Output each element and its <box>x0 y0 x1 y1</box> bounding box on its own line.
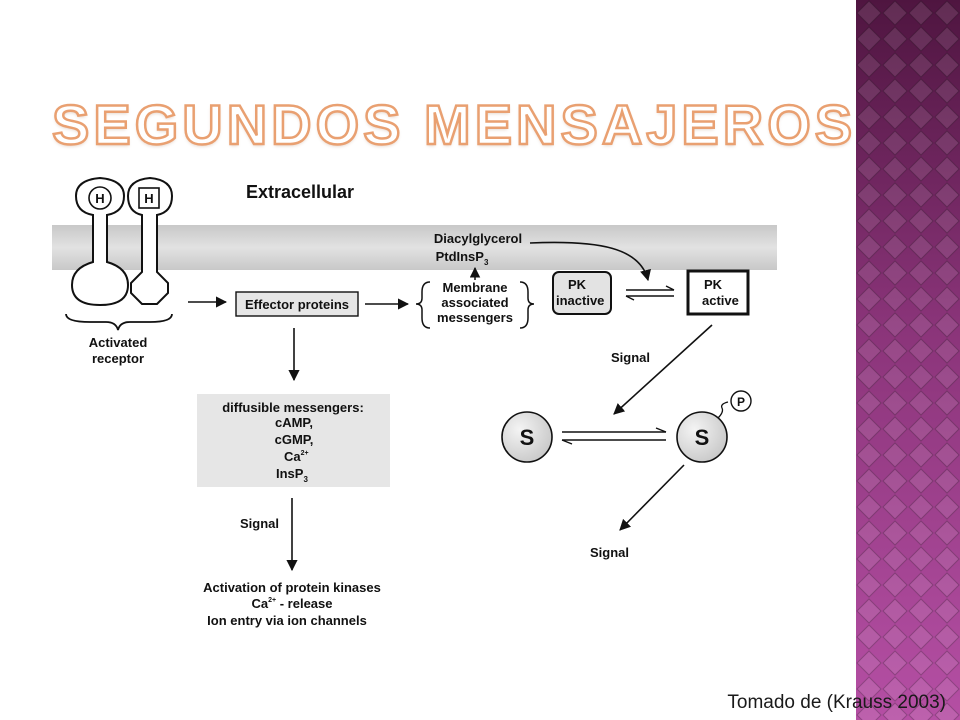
decorative-side-band <box>856 0 960 720</box>
hormone-square <box>138 187 160 209</box>
hormone-circle <box>88 186 112 210</box>
insp-subscript: 3 <box>303 475 308 484</box>
diffusible-title: diffusible messengers: <box>222 400 364 415</box>
slide-title: SEGUNDOS MENSAJEROS <box>51 92 857 158</box>
camp-label: cAMP, <box>275 415 313 430</box>
outcome-line-3: Ion entry via ion channels <box>207 613 367 628</box>
receptor-square <box>126 176 174 305</box>
hormone-label-1: H <box>95 191 104 206</box>
receptor-round <box>70 176 130 307</box>
arrow-pk-to-substrate <box>613 324 713 415</box>
outcome-ca-superscript: 2+ <box>268 597 276 604</box>
substrate-label: S <box>520 425 535 450</box>
insp-label: InsP3 <box>276 466 308 484</box>
signal-label-diffusible: Signal <box>240 516 279 531</box>
ptdinsp-text: PtdInsP <box>436 249 485 264</box>
pk-active-state: active <box>702 293 739 308</box>
activated-receptor-label-1: Activated <box>89 335 148 350</box>
activated-receptor-label-2: receptor <box>92 351 144 366</box>
phosphate-link <box>717 401 729 419</box>
extracellular-label: Extracellular <box>246 182 354 202</box>
signaling-diagram: Extracellular H H Activated receptor Eff… <box>52 176 777 628</box>
effector-label: Effector proteins <box>245 297 349 312</box>
effector-box <box>235 291 359 317</box>
ca-text: Ca <box>284 449 301 464</box>
dag-label: Diacylglycerol <box>434 231 522 246</box>
substrate-equilibrium-arrows <box>561 427 667 445</box>
plasma-membrane <box>52 225 777 270</box>
insp-text: InsP <box>276 466 304 481</box>
pk-active-title: PK <box>704 277 723 292</box>
membrane-label-2: associated <box>441 295 508 310</box>
ca-label: Ca2+ <box>284 449 309 464</box>
membrane-label-3: messengers <box>437 310 513 325</box>
pk-equilibrium-arrows <box>625 285 675 301</box>
membrane-brace-right <box>519 281 535 329</box>
receptor-brace <box>65 313 173 331</box>
pk-inactive-title: PK <box>568 277 587 292</box>
arrow-dag-to-pk <box>529 241 651 282</box>
outcome-line-1: Activation of protein kinases <box>203 580 381 595</box>
citation: Tomado de (Krauss 2003) <box>727 692 946 713</box>
substrate-circle <box>501 411 553 463</box>
phosphate-label: P <box>737 395 745 409</box>
phospho-substrate-circle <box>676 411 728 463</box>
outcome-release-text: - release <box>276 596 332 611</box>
diffusible-box <box>197 394 390 487</box>
signal-label-phospho: Signal <box>590 545 629 560</box>
pk-inactive-box <box>552 271 612 315</box>
cgmp-label: cGMP, <box>275 432 314 447</box>
phosphate-circle <box>730 390 752 412</box>
pk-active-box <box>686 269 750 316</box>
ca-superscript: 2+ <box>301 450 309 457</box>
hormone-label-2: H <box>144 191 153 206</box>
ptdinsp-label: PtdInsP3 <box>436 249 489 267</box>
membrane-brace-left <box>415 281 431 329</box>
outcome-line-2: Ca2+ - release <box>252 596 333 611</box>
arrow-phospho-to-signal <box>619 464 685 531</box>
signal-label-pk: Signal <box>611 350 650 365</box>
pk-inactive-state: inactive <box>556 293 604 308</box>
ptdinsp-subscript: 3 <box>484 258 489 267</box>
phospho-substrate-label: S <box>695 425 710 450</box>
outcome-ca-text: Ca <box>252 596 269 611</box>
membrane-label-1: Membrane <box>442 280 507 295</box>
side-band-pattern <box>856 0 960 720</box>
